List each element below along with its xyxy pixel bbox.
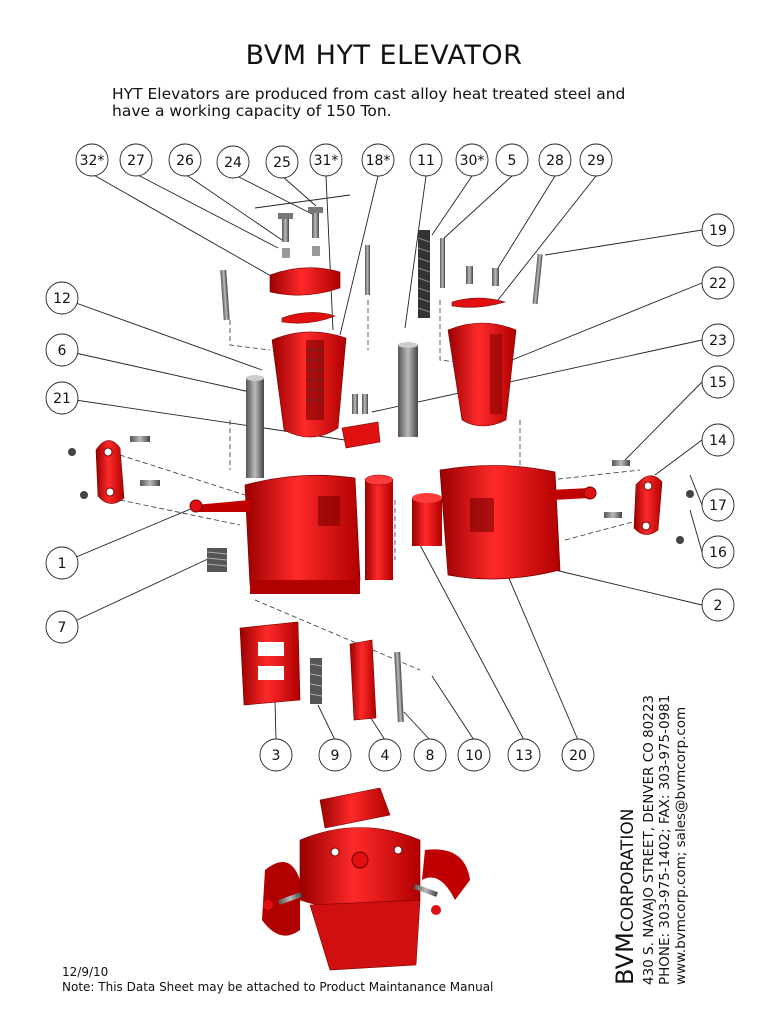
callout-circle [579,143,613,177]
callout-circle [701,323,735,357]
callout-circle [701,213,735,247]
callout-circle [75,143,109,177]
callout-circle [45,546,79,580]
callout-circle [168,143,202,177]
callout-label: 10 [465,748,483,764]
callout-label: 31* [314,153,339,169]
company-phone: PHONE: 303-975-1402; FAX: 303-975-0981 [657,694,673,985]
callout-circle [265,145,299,179]
callout-circle [45,381,79,415]
company-web: www.bvmcorp.com; sales@bvmcorp.com [673,706,689,985]
callout-circle [538,143,572,177]
callout-circle [701,423,735,457]
callout-circle [318,738,352,772]
callout-label: 23 [709,333,727,349]
callout-label: 32* [80,153,105,169]
callout-label: 18* [366,153,391,169]
callout-circle [455,143,489,177]
callout-circle [409,143,443,177]
callout-label: 24 [224,155,242,171]
callout-label: 7 [58,620,67,636]
callout-circle [413,738,447,772]
callout-circle [309,143,343,177]
callout-circle [45,610,79,644]
footer-date: 12/9/10 [62,965,109,979]
callout-circle [45,333,79,367]
company-name-small: CORPORATION [618,808,638,933]
callout-label: 1 [58,556,67,572]
page-title: BVM HYT ELEVATOR [245,40,523,71]
callout-label: 28 [546,153,564,169]
callout-label: 5 [508,153,517,169]
callout-label: 12 [53,291,71,307]
callout-circle [701,488,735,522]
elevator-parts [68,207,694,971]
callout-label: 27 [127,153,145,169]
callout-label: 8 [426,748,435,764]
callout-circle [701,535,735,569]
company-name-big: BVM [611,932,639,985]
callout-label: 4 [381,748,390,764]
callout-circle [561,738,595,772]
callout-label: 9 [331,748,340,764]
callout-label: 16 [709,545,727,561]
callout-circle [368,738,402,772]
callout-circle [361,143,395,177]
callout-label: 19 [709,223,727,239]
callout-circle [45,281,79,315]
callout-label: 2 [714,598,723,614]
description-text: HYT Elevators are produced from cast all… [112,85,626,120]
company-address: 430 S. NAVAJO STREET, DENVER CO 80223 [641,694,657,985]
callout-circle [119,143,153,177]
callout-label: 29 [587,153,605,169]
callout-circle [457,738,491,772]
callout-label: 11 [417,153,435,169]
callout-circle [495,143,529,177]
footer-note: Note: This Data Sheet may be attached to… [62,980,494,994]
callout-circle [701,365,735,399]
callout-circle [216,145,250,179]
assembly-lines [119,300,641,671]
callout-label: 14 [709,433,727,449]
callout-label: 26 [176,153,194,169]
callout-label: 22 [709,276,727,292]
callout-label: 20 [569,748,587,764]
leader-lines [61,173,703,741]
callout-label: 13 [515,748,533,764]
callout-circle [701,588,735,622]
callout-label: 30* [460,153,485,169]
callout-circle [259,738,293,772]
callout-label: 17 [709,498,727,514]
callout-label: 3 [272,748,281,764]
company-block: BVMCORPORATION 430 S. NAVAJO STREET, DEN… [611,605,689,985]
callout-label: 25 [273,155,291,171]
callout-label: 21 [53,391,71,407]
callout-label: 15 [709,375,727,391]
callout-label: 6 [58,343,67,359]
callout-circle [507,738,541,772]
callout-circle [701,266,735,300]
